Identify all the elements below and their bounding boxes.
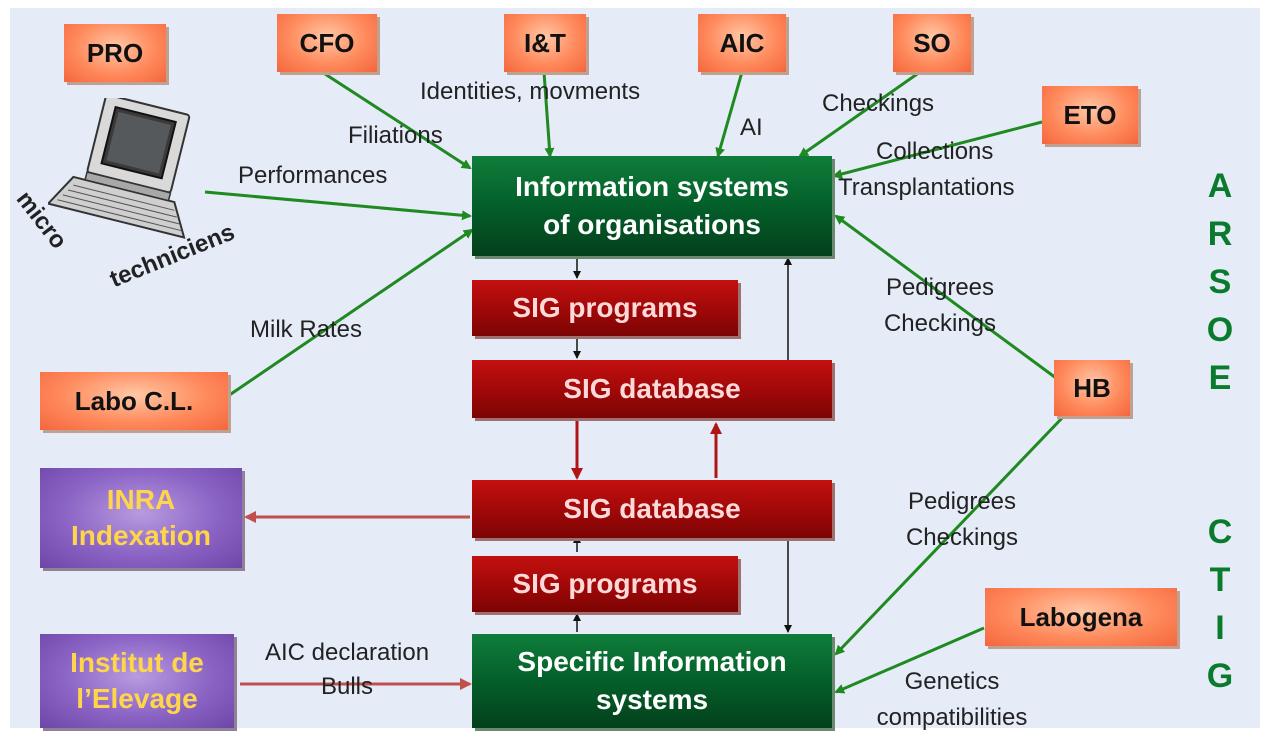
side-label-arsoe: A R S O E bbox=[1200, 162, 1240, 402]
node-title-line-2: systems bbox=[595, 684, 709, 715]
label-line-2: compatibilities bbox=[876, 704, 1028, 731]
node-specific-information-systems: Specific Information systems bbox=[472, 634, 832, 728]
node-inra-indexation: INRA Indexation bbox=[40, 468, 242, 568]
node-so: SO bbox=[893, 14, 971, 72]
node-cfo: CFO bbox=[277, 14, 377, 72]
side-letter: I bbox=[1215, 609, 1225, 647]
label-aic-declaration-bulls: AIC declaration Bulls bbox=[238, 636, 456, 704]
node-sig-programs-bottom: SIG programs bbox=[472, 556, 738, 612]
laptop-icon bbox=[48, 98, 191, 239]
node-sig-database-top: SIG database bbox=[472, 360, 832, 418]
label-transplantations: Transplantations bbox=[838, 174, 1015, 201]
node-title-line-1: Institut de bbox=[70, 647, 204, 678]
node-pro: PRO bbox=[64, 24, 166, 82]
label-line-1: Genetics bbox=[904, 668, 1000, 695]
side-letter: C bbox=[1207, 513, 1233, 551]
label-identities-movments: Identities, movments bbox=[420, 78, 641, 105]
label-line-2: Checkings bbox=[883, 310, 997, 337]
label-genetics-compatibilities: Genetics compatibilities bbox=[848, 664, 1056, 736]
label-ai: AI bbox=[740, 114, 763, 141]
side-letter: S bbox=[1208, 263, 1232, 301]
label-checkings: Checkings bbox=[822, 90, 935, 117]
node-title-line-2: Indexation bbox=[70, 520, 211, 551]
label-line-1: Pedigrees bbox=[885, 274, 995, 301]
label-performances: Performances bbox=[238, 162, 388, 189]
side-letter: R bbox=[1207, 215, 1233, 253]
node-aic: AIC bbox=[698, 14, 786, 72]
label-collections: Collections bbox=[876, 138, 994, 165]
node-title-line-2: of organisations bbox=[543, 209, 761, 240]
label-line-1: AIC declaration bbox=[264, 639, 430, 666]
label-filiations: Filiations bbox=[348, 122, 443, 149]
label-milk-rates: Milk Rates bbox=[250, 316, 363, 343]
label-line-2: Bulls bbox=[320, 673, 374, 700]
label-line-2: Checkings bbox=[905, 524, 1019, 551]
side-letter: T bbox=[1209, 561, 1231, 599]
label-pedigrees-checkings-bottom: Pedigrees Checkings bbox=[886, 484, 1038, 556]
node-labo-cl: Labo C.L. bbox=[40, 372, 228, 430]
node-hb: HB bbox=[1054, 360, 1130, 416]
node-sig-database-bottom: SIG database bbox=[472, 480, 832, 538]
node-labogena: Labogena bbox=[985, 588, 1177, 646]
node-title-line-1: Specific Information bbox=[517, 646, 787, 677]
node-title-line-1: INRA bbox=[106, 484, 176, 515]
side-label-ctig: C T I G bbox=[1200, 508, 1240, 700]
side-letter: E bbox=[1208, 359, 1232, 397]
label-pedigrees-checkings-top: Pedigrees Checkings bbox=[864, 270, 1016, 342]
node-eto: ETO bbox=[1042, 86, 1138, 144]
node-it: I&T bbox=[504, 14, 586, 72]
node-sig-programs-top: SIG programs bbox=[472, 280, 738, 336]
node-title-line-2: l’Elevage bbox=[76, 683, 198, 714]
node-title-line-1: Information systems bbox=[515, 171, 789, 202]
node-institut-elevage: Institut de l’Elevage bbox=[40, 634, 234, 728]
node-information-systems-organisations: Information systems of organisations bbox=[472, 156, 832, 256]
side-letter: A bbox=[1207, 167, 1233, 205]
label-line-1: Pedigrees bbox=[907, 488, 1017, 515]
side-letter: O bbox=[1206, 311, 1234, 349]
side-letter: G bbox=[1206, 657, 1234, 695]
